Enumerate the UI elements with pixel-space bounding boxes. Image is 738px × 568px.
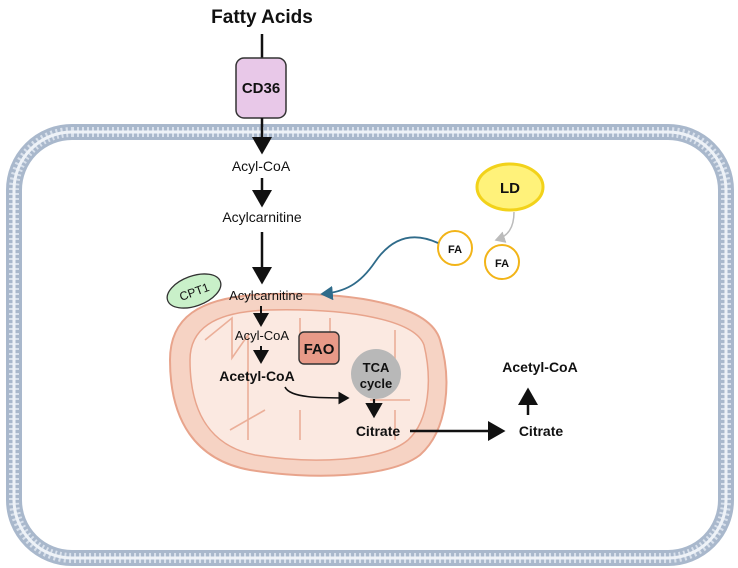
arrow-fa-to-mito — [320, 236, 439, 301]
cytosol-citrate-label: Citrate — [519, 423, 564, 439]
mito-citrate-label: Citrate — [356, 423, 401, 439]
svg-text:TCA: TCA — [363, 360, 390, 375]
free-fatty-acid-2: FA — [484, 244, 520, 280]
cell-membrane — [6, 124, 734, 566]
svg-text:FA: FA — [495, 258, 509, 270]
cd36-transporter: CD36 — [235, 57, 287, 119]
cpt1-enzyme: CPT1 — [166, 273, 222, 309]
free-fatty-acid-1: FA — [437, 230, 473, 266]
svg-text:cycle: cycle — [360, 376, 393, 391]
cytosol-acylcarnitine-label: Acylcarnitine — [222, 209, 302, 225]
mito-acylcarnitine-label: Acylcarnitine — [229, 288, 303, 303]
arrow-acetylcoa-to-tca — [284, 386, 350, 405]
svg-text:FA: FA — [448, 244, 462, 256]
svg-text:CD36: CD36 — [242, 80, 280, 97]
mito-acyl-coa-label: Acyl-CoA — [235, 328, 290, 343]
mito-acetyl-coa-label: Acetyl-CoA — [219, 368, 294, 384]
cytosol-acetyl-coa-label: Acetyl-CoA — [502, 359, 577, 375]
tca-cycle: TCA cycle — [351, 349, 401, 399]
cytosol-acyl-coa-label: Acyl-CoA — [232, 158, 291, 174]
fatty-acids-title: Fatty Acids — [211, 7, 313, 28]
fao-box: FAO — [298, 331, 340, 365]
arrow-ld-to-fa — [494, 211, 515, 243]
lipid-droplet: LD — [475, 162, 545, 212]
svg-text:LD: LD — [500, 180, 520, 197]
mitochondrion — [168, 292, 448, 477]
svg-text:FAO: FAO — [304, 341, 335, 358]
